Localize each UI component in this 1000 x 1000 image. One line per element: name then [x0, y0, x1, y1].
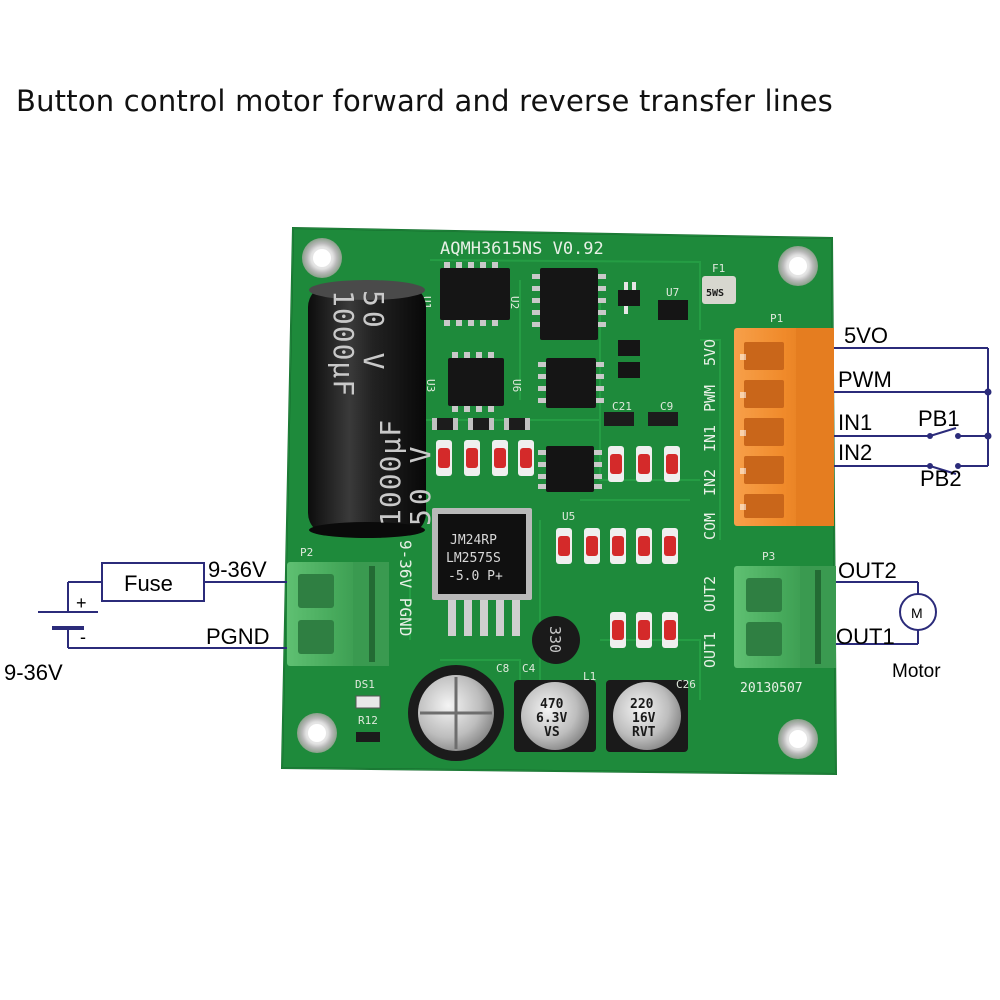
page-title: Button control motor forward and reverse…: [16, 84, 833, 118]
svg-text:OUT2: OUT2: [701, 576, 719, 612]
battery-voltage: 9-36V: [4, 660, 63, 685]
battery-plus: +: [76, 593, 87, 613]
svg-text:1000µF: 1000µF: [327, 290, 360, 397]
pb1-label: PB1: [918, 406, 960, 431]
capacitor-470uf: 470 6.3V VS: [514, 680, 596, 752]
driver-ic-u1: [440, 262, 510, 326]
regulator-lm2575: JM24RP LM2575S -5.0 P+: [432, 508, 532, 636]
label-c9: C9: [660, 400, 673, 413]
board-model-label: AQMH3615NS V0.92: [440, 239, 604, 259]
label-ds1: DS1: [355, 678, 375, 691]
svg-text:6.3V: 6.3V: [536, 711, 567, 726]
svg-text:50 V: 50 V: [404, 443, 437, 526]
svg-text:OUT1: OUT1: [701, 632, 719, 668]
svg-text:IN2: IN2: [701, 469, 719, 496]
label-p3: P3: [762, 550, 775, 563]
driver-ic-u6: [538, 358, 604, 408]
board-date-code: 20130507: [740, 681, 803, 696]
motor-label: Motor: [892, 661, 941, 682]
capacitor-220uf: 220 16V RVT: [606, 680, 688, 752]
svg-text:220: 220: [630, 697, 654, 712]
svg-text:5WS: 5WS: [706, 288, 724, 299]
svg-text:LM2575S: LM2575S: [446, 551, 501, 566]
label-r12: R12: [358, 714, 378, 727]
wiring-junctions: [927, 388, 992, 469]
inductor-330: 330: [532, 616, 580, 664]
pin-in2-label: IN2: [838, 440, 872, 465]
supply-label: 9-36V: [208, 557, 267, 582]
label-c8: C8: [496, 662, 509, 675]
header-silk-labels: 5VO PWM IN1 IN2 COM: [701, 339, 719, 540]
pcb-board: AQMH3615NS V0.92 U1 U2 U3 U6 U7: [280, 226, 838, 776]
svg-text:-5.0 P+: -5.0 P+: [448, 569, 503, 584]
svg-text:50 V: 50 V: [357, 290, 390, 373]
pb2-label: PB2: [920, 466, 962, 491]
svg-text:330: 330: [546, 626, 564, 653]
svg-text:PWM: PWM: [701, 385, 719, 412]
resistor-r12: [356, 732, 380, 742]
bulk-capacitor-1000uf: 1000µF 50 V 1000µF 50 V: [308, 280, 437, 538]
led-ds1: [355, 695, 381, 709]
capacitor-c8: [408, 665, 504, 761]
motor-symbol: M: [899, 593, 937, 631]
smd-transistors: [618, 290, 688, 378]
svg-text:16V: 16V: [632, 711, 656, 726]
power-terminal-p2: [287, 562, 389, 666]
diode-array: [436, 440, 680, 648]
label-c21: C21: [612, 400, 632, 413]
label-p1: P1: [770, 312, 783, 325]
svg-text:IN1: IN1: [701, 425, 719, 452]
svg-text:RVT: RVT: [632, 725, 656, 740]
out2-label: OUT2: [838, 558, 897, 583]
smd-resistor-rows: [432, 412, 678, 430]
driver-ic-u3: [448, 352, 504, 412]
label-p2: P2: [300, 546, 313, 559]
pin-in1-label: IN1: [838, 410, 872, 435]
battery-minus: -: [80, 627, 86, 647]
label-f1: F1: [712, 262, 725, 275]
svg-text:1000µF: 1000µF: [374, 419, 407, 526]
power-terminal-silk: 9-36V PGND: [396, 540, 415, 636]
driver-ic-u2: [532, 268, 606, 340]
pin-pwm-label: PWM: [838, 367, 892, 392]
svg-text:470: 470: [540, 697, 564, 712]
pin-5vo-label: 5VO: [844, 323, 888, 348]
label-u6: U6: [510, 379, 523, 392]
label-l1: L1: [583, 670, 596, 683]
battery-symbol: [38, 611, 98, 630]
svg-text:VS: VS: [544, 725, 560, 740]
svg-text:Fuse: Fuse: [124, 571, 173, 596]
label-u3: U3: [424, 379, 437, 392]
fuse-chip: 5WS: [702, 276, 736, 304]
label-c4: C4: [522, 662, 536, 675]
svg-text:M: M: [911, 605, 923, 621]
label-u2: U2: [508, 296, 521, 309]
signal-connector-p1: [734, 328, 834, 526]
external-wiring: [67, 347, 989, 649]
svg-text:5VO: 5VO: [701, 339, 719, 366]
ground-label: PGND: [206, 624, 270, 649]
ic-u5: [538, 446, 602, 492]
svg-text:COM: COM: [701, 513, 719, 540]
svg-text:JM24RP: JM24RP: [450, 533, 497, 548]
fuse-symbol: Fuse: [101, 562, 205, 602]
label-u5: U5: [562, 510, 575, 523]
label-c26: C26: [676, 678, 696, 691]
label-u7: U7: [666, 286, 679, 299]
out1-label: OUT1: [836, 624, 895, 649]
output-silk-labels: OUT2 OUT1: [701, 576, 719, 668]
motor-terminal-p3: [734, 566, 836, 668]
